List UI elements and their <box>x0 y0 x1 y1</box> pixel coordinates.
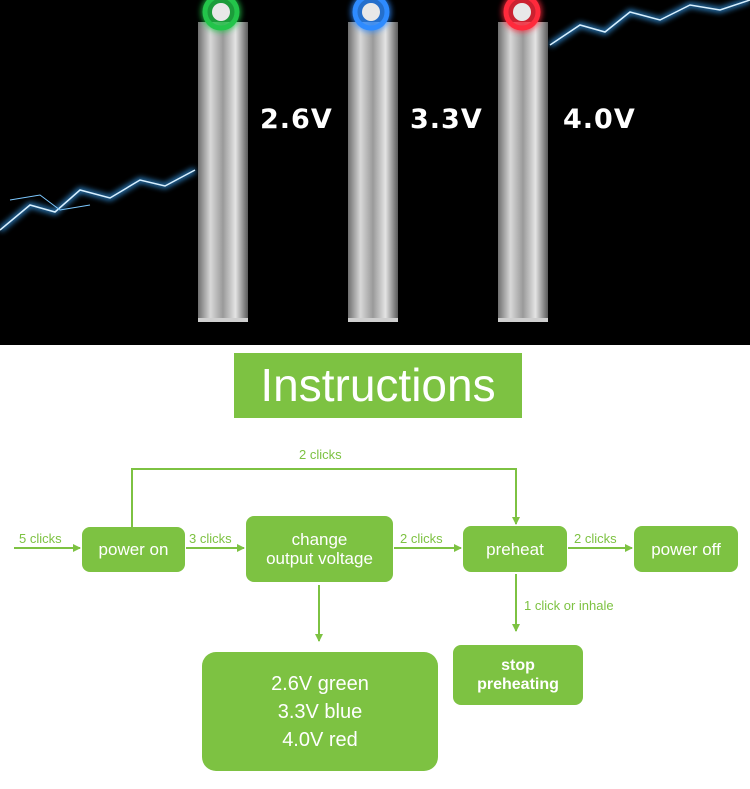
node-change-output-voltage: change output voltage <box>246 516 393 582</box>
edge-label-to-power-off: 2 clicks <box>574 531 617 546</box>
stop-line-1: stop <box>501 657 535 674</box>
battery-blue <box>348 0 398 322</box>
edge-label-to-change: 3 clicks <box>189 531 232 546</box>
voltage-label-2: 3.3V <box>410 104 483 135</box>
node-preheat: preheat <box>463 526 567 572</box>
voltage-option-blue: 3.3V blue <box>277 700 363 723</box>
lightning-right <box>548 0 750 48</box>
node-voltage-options: 2.6V green 3.3V blue 4.0V red <box>202 652 438 771</box>
node-power-on: power on <box>82 527 185 572</box>
change-line-2: output voltage <box>266 549 373 568</box>
change-line-1: change <box>291 530 348 549</box>
voltage-label-3: 4.0V <box>563 104 636 135</box>
edge-label-to-stop: 1 click or inhale <box>524 598 614 613</box>
stop-line-2: preheating <box>477 676 559 693</box>
node-power-off: power off <box>634 526 738 572</box>
edge-label-top-loop: 2 clicks <box>299 447 342 462</box>
node-stop-preheating: stop preheating <box>453 645 583 705</box>
edge-label-entry: 5 clicks <box>19 531 62 546</box>
voltage-label-1: 2.6V <box>260 104 333 135</box>
hero-photo: 2.6V 3.3V 4.0V <box>0 0 750 345</box>
battery-illustration <box>0 0 750 322</box>
voltage-option-green: 2.6V green <box>271 672 369 695</box>
voltage-option-red: 4.0V red <box>282 728 358 751</box>
arrow-top-loop <box>131 468 520 527</box>
battery-green <box>198 0 248 322</box>
lightning-left <box>0 167 197 232</box>
edge-label-to-preheat: 2 clicks <box>400 531 443 546</box>
instructions-title: Instructions <box>234 353 522 418</box>
battery-red <box>498 0 548 322</box>
